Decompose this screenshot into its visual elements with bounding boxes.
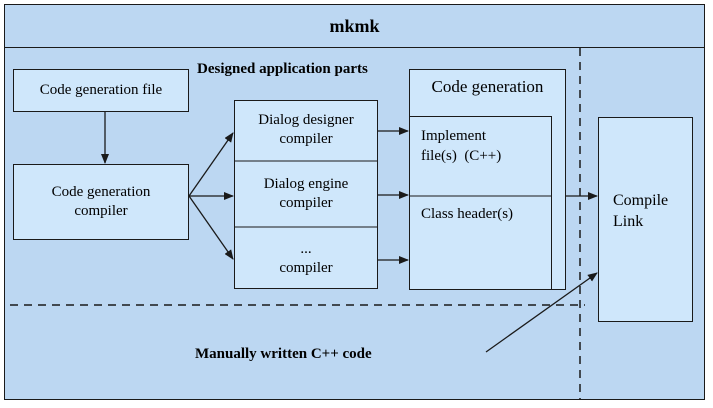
compile-link-box: [598, 117, 693, 322]
dialog-engine-line2: compiler: [279, 195, 333, 211]
generated-files-box: [409, 116, 552, 290]
code-generation-compiler-line1: Code generation: [51, 184, 151, 200]
section-label: Designed application parts: [197, 61, 368, 77]
dialog-designer-line1: Dialog designer: [258, 112, 354, 128]
class-header-text: Class header(s): [421, 206, 514, 222]
compile-text: Compile: [613, 192, 669, 209]
code-generation-title: Code generation: [431, 77, 544, 96]
implement-line2: file(s) (C++): [421, 148, 502, 164]
dialog-engine-compiler-cell: Dialog engine compiler: [234, 162, 378, 226]
code-generation-compiler-box: Code generation compiler: [13, 164, 189, 240]
dialog-designer-compiler-cell: Dialog designer compiler: [234, 100, 378, 160]
dialog-designer-line2: compiler: [279, 131, 333, 147]
ellipsis-compiler-cell: ... compiler: [234, 228, 378, 289]
dialog-engine-line1: Dialog engine: [263, 176, 349, 192]
ellipsis-line2: compiler: [279, 259, 333, 276]
title-text: mkmk: [329, 15, 380, 36]
diagram-title: mkmk: [4, 4, 705, 48]
ellipsis-line1: ...: [300, 240, 312, 257]
link-text: Link: [613, 213, 644, 230]
code-generation-compiler-line2: compiler: [74, 203, 128, 219]
code-generation-file-text: Code generation file: [39, 82, 163, 98]
code-generation-file-box: Code generation file: [13, 69, 189, 112]
manual-code-label: Manually written C++ code: [195, 346, 372, 362]
implement-line1: Implement: [421, 128, 486, 144]
compilers-group-box: [234, 100, 378, 289]
